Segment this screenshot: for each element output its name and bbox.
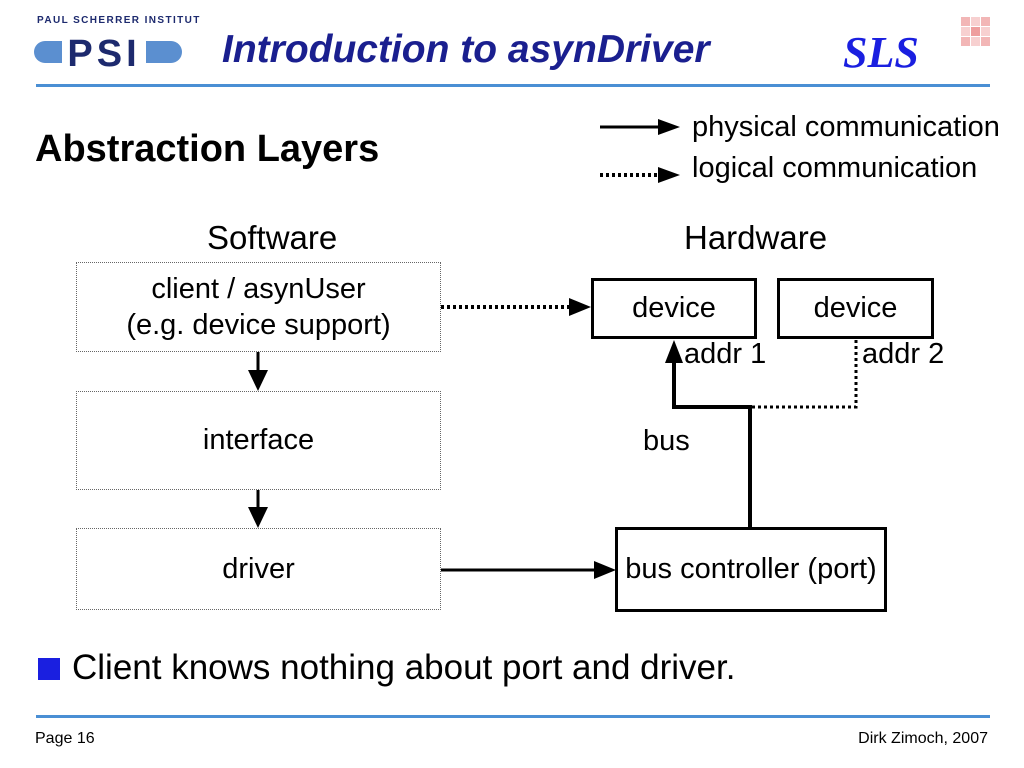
legend-physical-label: physical communication xyxy=(692,111,1000,143)
psi-logo-text: PSI xyxy=(67,33,140,75)
interface-to-driver-arrowhead xyxy=(248,507,268,528)
software-heading: Software xyxy=(207,219,338,256)
bus-controller-label: bus controller (port) xyxy=(625,553,877,585)
bullet-square-icon xyxy=(38,658,60,680)
hardware-heading: Hardware xyxy=(684,219,828,256)
sls-logo: SLS xyxy=(843,17,990,77)
institute-name: PAUL SCHERRER INSTITUT xyxy=(37,15,201,26)
legend-logical-arrowhead xyxy=(658,167,680,183)
client-to-interface-arrowhead xyxy=(248,370,268,391)
author-credit: Dirk Zimoch, 2007 xyxy=(858,730,988,747)
addr2-label: addr 2 xyxy=(862,338,945,370)
header-divider xyxy=(36,84,990,87)
addr1-label: addr 1 xyxy=(684,338,767,370)
device2-box: device xyxy=(777,278,934,339)
slide-title: Introduction to asynDriver xyxy=(222,28,710,71)
interface-layer-box: interface xyxy=(76,391,441,490)
device1-label: device xyxy=(632,292,716,324)
bus-controller-box: bus controller (port) xyxy=(615,527,887,612)
footer-divider xyxy=(36,715,990,718)
bus-to-device2-dotted-line xyxy=(752,338,858,409)
driver-to-controller-arrowhead xyxy=(594,561,616,579)
client-layer-line2: (e.g. device support) xyxy=(126,309,391,341)
psi-logo: PSI xyxy=(34,33,182,75)
device2-label: device xyxy=(813,292,898,324)
bullet-text: Client knows nothing about port and driv… xyxy=(72,648,736,687)
page-number: Page 16 xyxy=(35,730,95,747)
client-layer-box: client / asynUser (e.g. device support) xyxy=(76,262,441,352)
bus-label: bus xyxy=(643,425,690,457)
interface-layer-label: interface xyxy=(202,424,315,457)
legend-physical-arrowhead xyxy=(658,119,680,135)
driver-layer-label: driver xyxy=(222,552,295,585)
device1-box: device xyxy=(591,278,757,339)
legend-logical-label: logical communication xyxy=(692,152,978,184)
section-title: Abstraction Layers xyxy=(35,128,380,170)
sls-logo-text: SLS xyxy=(843,28,919,77)
bus-line xyxy=(672,362,752,528)
driver-layer-box: driver xyxy=(76,528,441,610)
bus-to-device1-arrowhead xyxy=(665,340,683,363)
client-layer-line1: client / asynUser xyxy=(151,272,366,305)
client-to-device-arrowhead xyxy=(569,298,591,316)
